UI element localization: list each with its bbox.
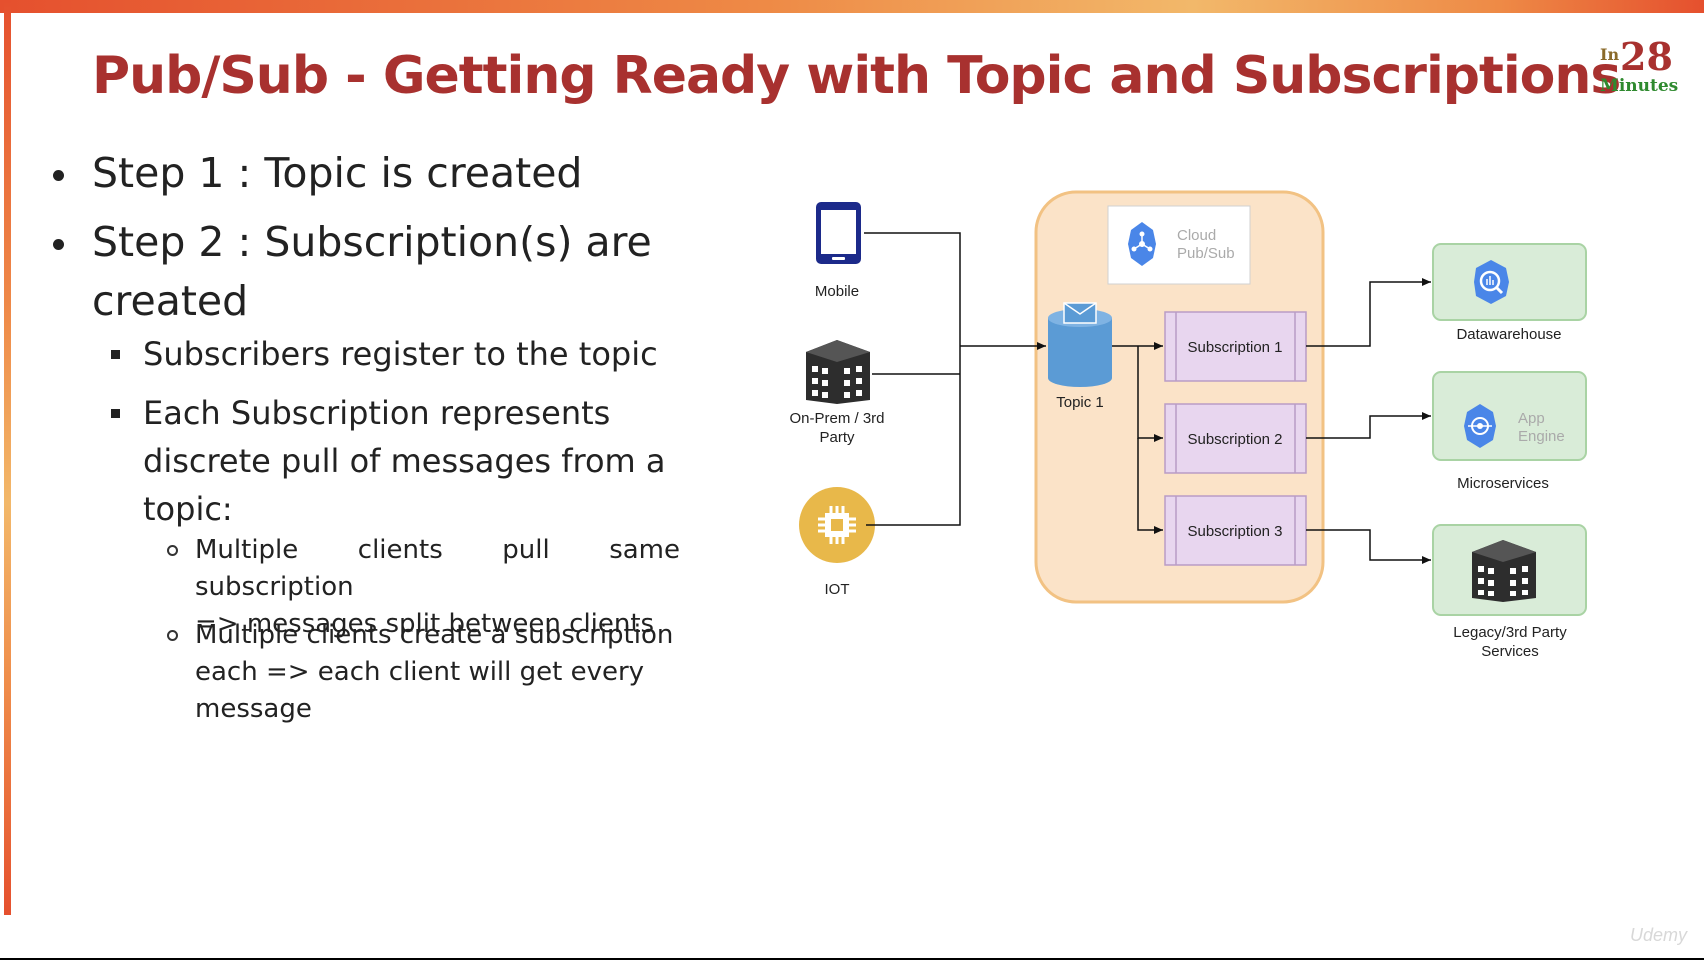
cloud-pubsub-card: Cloud Pub/Sub bbox=[1107, 205, 1251, 285]
sub-bullet-each-subscription: Each Subscription represents discrete pu… bbox=[111, 389, 681, 533]
app-engine-hexagon-icon bbox=[1464, 404, 1496, 448]
consumer-legacy-label-line-2: Services bbox=[1481, 643, 1539, 660]
app-engine-label-line-2: Engine bbox=[1518, 428, 1565, 445]
bullet-step-1: Step 1 : Topic is created bbox=[53, 144, 680, 203]
sub-bullet-each-line-2: discrete pull of messages from a bbox=[143, 442, 666, 480]
bullet-step-2-line-2: created bbox=[92, 277, 249, 325]
mobile-phone-icon bbox=[816, 202, 861, 264]
publisher-iot-label: IOT bbox=[825, 581, 850, 598]
publisher-onprem-label-line-1: On-Prem / 3rd bbox=[789, 410, 884, 427]
in28minutes-logo: In 28 Minutes bbox=[1594, 34, 1684, 98]
app-engine-label-line-1: App bbox=[1518, 410, 1545, 427]
logo-suffix: Minutes bbox=[1600, 76, 1679, 96]
pubsub-label-line-1: Cloud bbox=[1177, 227, 1216, 244]
left-accent-bar bbox=[4, 0, 11, 915]
subscription-3-label: Subscription 3 bbox=[1187, 523, 1282, 540]
subscription-1-label: Subscription 1 bbox=[1187, 339, 1282, 356]
bullet-step-2-line-1: Step 2 : Subscription(s) are bbox=[92, 218, 652, 266]
sub-sub-bullet-split: Multiple clients pull same subscription … bbox=[165, 532, 680, 643]
building-icon-onprem bbox=[806, 340, 870, 404]
topic-connectors bbox=[1112, 342, 1163, 534]
publisher-onprem-label-line-2: Party bbox=[819, 429, 855, 446]
publisher-connectors bbox=[864, 232, 1046, 526]
publisher-mobile-label: Mobile bbox=[815, 283, 859, 300]
udemy-watermark: Udemy bbox=[1630, 925, 1688, 945]
building-icon-legacy bbox=[1472, 540, 1536, 602]
sub-sub-bullet-every-line-3: message bbox=[195, 694, 312, 724]
consumer-app-engine-box: App Engine bbox=[1432, 371, 1587, 461]
pubsub-label-line-2: Pub/Sub bbox=[1177, 245, 1235, 262]
sub-bullet-each-line-3: topic: bbox=[143, 490, 233, 528]
consumer-legacy-box bbox=[1432, 524, 1587, 616]
consumer-datawarehouse-box bbox=[1432, 243, 1587, 321]
consumer-datawarehouse-label: Datawarehouse bbox=[1456, 326, 1561, 343]
consumer-connectors bbox=[1306, 278, 1431, 564]
pubsub-hexagon-icon bbox=[1128, 222, 1156, 266]
consumer-legacy-label-line-1: Legacy/3rd Party bbox=[1453, 624, 1567, 641]
top-accent-bar bbox=[0, 0, 1704, 13]
subscription-2-label: Subscription 2 bbox=[1187, 431, 1282, 448]
sub-bullet-each-line-1: Each Subscription represents bbox=[143, 394, 611, 432]
bigquery-hexagon-icon bbox=[1474, 260, 1509, 304]
chip-icon bbox=[799, 487, 875, 563]
sub-bullet-register-text: Subscribers register to the topic bbox=[143, 335, 658, 373]
page-title: Pub/Sub - Getting Ready with Topic and S… bbox=[92, 46, 1621, 106]
bullet-step-1-text: Step 1 : Topic is created bbox=[92, 149, 583, 197]
sub-sub-bullet-split-line-1: Multiple clients pull same subscription bbox=[195, 535, 680, 602]
sub-sub-bullet-every: Multiple clients create a subscription e… bbox=[165, 617, 680, 728]
sub-sub-bullet-every-line-1: Multiple clients create a subscription bbox=[195, 620, 674, 650]
sub-sub-bullet-every-line-2: each => each client will get every bbox=[195, 657, 645, 687]
subscription-3-box: Subscription 3 bbox=[1164, 495, 1307, 566]
bullet-step-2: Step 2 : Subscription(s) are created bbox=[53, 213, 680, 331]
topic-label: Topic 1 bbox=[1056, 394, 1104, 411]
sub-sub-bullet-split-line-2: => messages split between clients bbox=[195, 609, 655, 639]
logo-prefix: In bbox=[1600, 45, 1620, 64]
subscription-2-box: Subscription 2 bbox=[1164, 403, 1307, 474]
logo-number: 28 bbox=[1620, 34, 1673, 79]
subscription-1-box: Subscription 1 bbox=[1164, 311, 1307, 382]
consumer-microservices-label: Microservices bbox=[1457, 475, 1549, 492]
sub-bullet-register: Subscribers register to the topic bbox=[111, 330, 681, 378]
topic-cylinder-icon bbox=[1048, 302, 1112, 387]
